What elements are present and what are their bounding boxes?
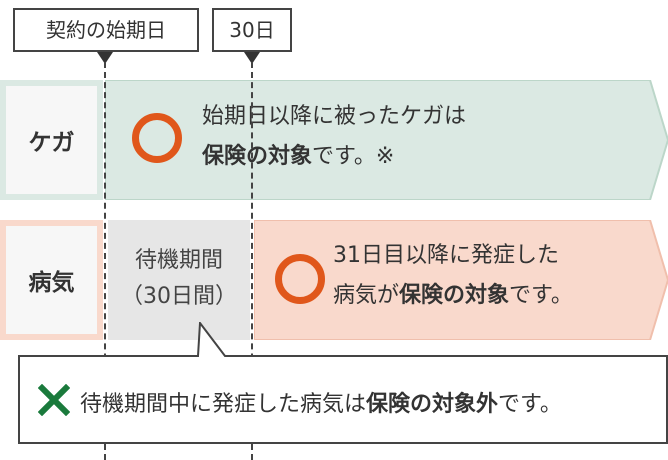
illness-coverage-message: 31日目以降に発症した 病気が保険の対象です。 xyxy=(333,236,573,316)
illness-message-line1: 31日目以降に発症した xyxy=(333,243,559,268)
exclusion-note-prefix: 待機期間中に発症した病気は xyxy=(80,392,367,417)
waiting-period-line1: 待機期間 xyxy=(134,248,223,273)
exclusion-note-suffix: です。 xyxy=(498,392,562,417)
day-30-label: 30日 xyxy=(212,8,292,52)
injury-message-line1: 始期日以降に被ったケガは xyxy=(202,104,467,129)
waiting-period-box xyxy=(108,220,250,340)
illness-row-label: 病気 xyxy=(28,270,75,296)
injury-message-line2: 保険の対象です。※ xyxy=(202,137,466,177)
illness-message-prefix: 病気が xyxy=(333,283,400,308)
injury-coverage-arrow xyxy=(105,80,668,200)
waiting-period-text: 待機期間 （30日間） xyxy=(108,243,250,315)
exclusion-callout xyxy=(18,322,668,444)
exclusion-note: 待機期間中に発症した病気は保険の対象外です。 xyxy=(80,386,562,418)
start-pointer-icon xyxy=(97,52,113,64)
waiting-period-line2: （30日間） xyxy=(121,284,237,309)
illness-coverage-arrow xyxy=(254,220,668,340)
day30-guide-line xyxy=(251,62,253,460)
injury-row-label: ケガ xyxy=(28,130,75,156)
illness-covered-emphasis: 保険の対象 xyxy=(399,283,510,308)
covered-circle-icon xyxy=(275,254,325,304)
covered-circle-icon xyxy=(132,113,182,163)
exclusion-note-emphasis: 保険の対象外 xyxy=(366,392,499,417)
injury-row-header: ケガ xyxy=(0,80,103,200)
policy-start-date-label: 契約の始期日 xyxy=(13,8,199,52)
illness-message-tail: です。 xyxy=(509,283,573,308)
illness-row-header: 病気 xyxy=(0,220,103,340)
day30-pointer-icon xyxy=(244,52,260,64)
not-covered-cross-icon xyxy=(38,384,70,416)
policy-start-guide-line xyxy=(104,62,106,460)
illness-message-line2: 病気が保険の対象です。 xyxy=(333,276,573,316)
injury-covered-emphasis: 保険の対象 xyxy=(202,144,313,169)
injury-message-tail: です。※ xyxy=(312,144,395,169)
injury-coverage-message: 始期日以降に被ったケガは 保険の対象です。※ xyxy=(202,97,466,177)
